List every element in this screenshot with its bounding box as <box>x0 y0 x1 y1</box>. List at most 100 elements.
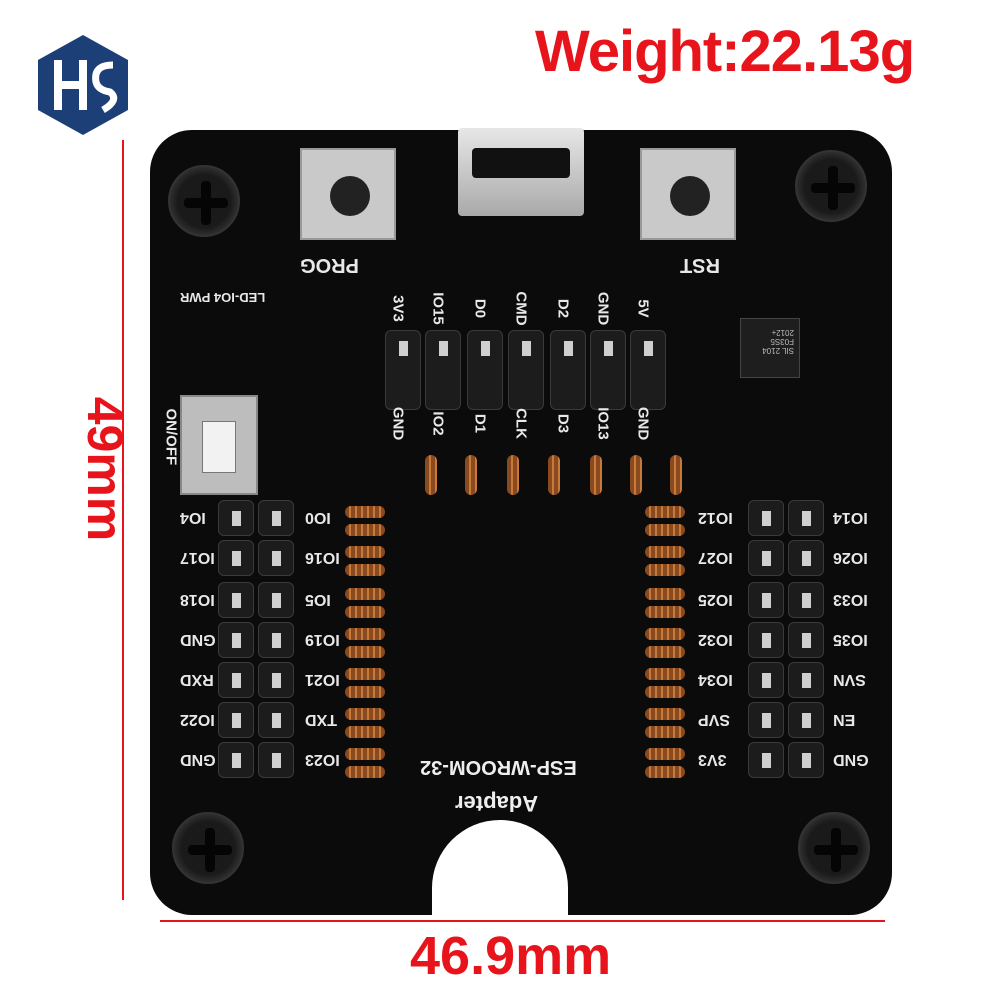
header-pin[interactable] <box>788 742 824 778</box>
header-pin[interactable] <box>258 662 294 698</box>
prog-button[interactable] <box>300 148 396 240</box>
right-outer-label: IO35 <box>833 631 868 648</box>
header-pin[interactable] <box>788 662 824 698</box>
rst-button[interactable] <box>640 148 736 240</box>
right-outer-label: IO26 <box>833 549 868 566</box>
castellated-pad <box>645 588 685 600</box>
left-inner-label: TXD <box>305 711 337 728</box>
header-pin[interactable] <box>218 702 254 738</box>
header-bottom-label: D3 <box>554 413 572 434</box>
header-pin[interactable] <box>788 622 824 658</box>
header-pin[interactable] <box>788 702 824 738</box>
castellated-pad <box>345 588 385 600</box>
header-top-label: IO15 <box>429 292 447 325</box>
header-pin[interactable] <box>385 330 421 410</box>
header-pin[interactable] <box>258 500 294 536</box>
castellated-pad <box>345 726 385 738</box>
right-outer-label: SVN <box>833 671 866 688</box>
header-pin[interactable] <box>590 330 626 410</box>
adapter-title: Adapter <box>455 791 539 816</box>
header-bottom-label: IO13 <box>594 407 612 440</box>
castellated-pad <box>645 748 685 760</box>
left-inner-label: IO16 <box>305 549 340 566</box>
header-pin[interactable] <box>788 540 824 576</box>
module-name: ESP-WROOM-32 <box>420 756 577 778</box>
header-top-label: D0 <box>471 298 489 319</box>
header-pin[interactable] <box>748 540 784 576</box>
header-pin[interactable] <box>218 742 254 778</box>
header-pin[interactable] <box>748 622 784 658</box>
left-outer-label: RXD <box>180 671 214 688</box>
header-pin[interactable] <box>218 582 254 618</box>
header-pin[interactable] <box>748 742 784 778</box>
right-inner-label: IO25 <box>698 591 733 608</box>
castellated-pad <box>645 546 685 558</box>
castellated-pad <box>345 524 385 536</box>
prog-label: PROG <box>300 254 359 276</box>
header-bottom-label: GND <box>389 406 407 441</box>
castellated-pad <box>465 455 477 495</box>
header-pin[interactable] <box>748 702 784 738</box>
header-pin[interactable] <box>788 582 824 618</box>
castellated-pad <box>670 455 682 495</box>
castellated-pad <box>345 546 385 558</box>
right-inner-label: IO32 <box>698 631 733 648</box>
header-pin[interactable] <box>748 582 784 618</box>
right-outer-label: EN <box>833 711 856 728</box>
header-pin[interactable] <box>258 742 294 778</box>
left-outer-label: IO22 <box>180 711 215 728</box>
micro-usb-port[interactable] <box>458 128 584 216</box>
castellated-pad <box>645 668 685 680</box>
screw-icon <box>168 165 240 237</box>
header-top-label: GND <box>594 291 612 326</box>
header-pin[interactable] <box>748 662 784 698</box>
header-pin[interactable] <box>258 702 294 738</box>
header-pin[interactable] <box>467 330 503 410</box>
right-inner-label: IO12 <box>698 509 733 526</box>
right-inner-label: 3V3 <box>698 751 727 768</box>
header-pin[interactable] <box>218 540 254 576</box>
header-pin[interactable] <box>258 540 294 576</box>
header-pin[interactable] <box>425 330 461 410</box>
castellated-pad <box>425 455 437 495</box>
castellated-pad <box>645 686 685 698</box>
castellated-pad <box>590 455 602 495</box>
header-pin[interactable] <box>630 330 666 410</box>
castellated-pad <box>345 646 385 658</box>
screw-icon <box>172 812 244 884</box>
power-switch[interactable] <box>180 395 258 495</box>
right-inner-label: SVP <box>698 711 731 728</box>
left-inner-label: IO0 <box>305 509 331 526</box>
left-inner-label: IO21 <box>305 671 340 688</box>
header-top-label: D2 <box>554 298 572 319</box>
header-top-label: 3V3 <box>389 295 407 322</box>
header-pin[interactable] <box>258 582 294 618</box>
header-pin[interactable] <box>218 500 254 536</box>
header-pin[interactable] <box>218 662 254 698</box>
castellated-pad <box>345 606 385 618</box>
left-inner-label: IO23 <box>305 751 340 768</box>
right-outer-label: IO33 <box>833 591 868 608</box>
castellated-pad <box>630 455 642 495</box>
header-top-label: CMD <box>512 291 530 326</box>
header-top-label: 5V <box>634 299 652 318</box>
castellated-pad <box>345 686 385 698</box>
header-pin[interactable] <box>788 500 824 536</box>
castellated-pad <box>645 646 685 658</box>
left-outer-label: GND <box>180 751 216 768</box>
left-outer-label: IO18 <box>180 591 215 608</box>
brand-logo <box>38 35 128 135</box>
left-outer-label: IO17 <box>180 549 215 566</box>
header-pin[interactable] <box>550 330 586 410</box>
left-outer-label: IO4 <box>180 509 206 526</box>
castellated-pad <box>345 506 385 518</box>
castellated-pad <box>345 748 385 760</box>
header-pin[interactable] <box>748 500 784 536</box>
castellated-pad <box>645 606 685 618</box>
castellated-pad <box>507 455 519 495</box>
header-pin[interactable] <box>218 622 254 658</box>
castellated-pad <box>645 628 685 640</box>
right-outer-label: IO14 <box>833 509 868 526</box>
header-pin[interactable] <box>508 330 544 410</box>
header-pin[interactable] <box>258 622 294 658</box>
